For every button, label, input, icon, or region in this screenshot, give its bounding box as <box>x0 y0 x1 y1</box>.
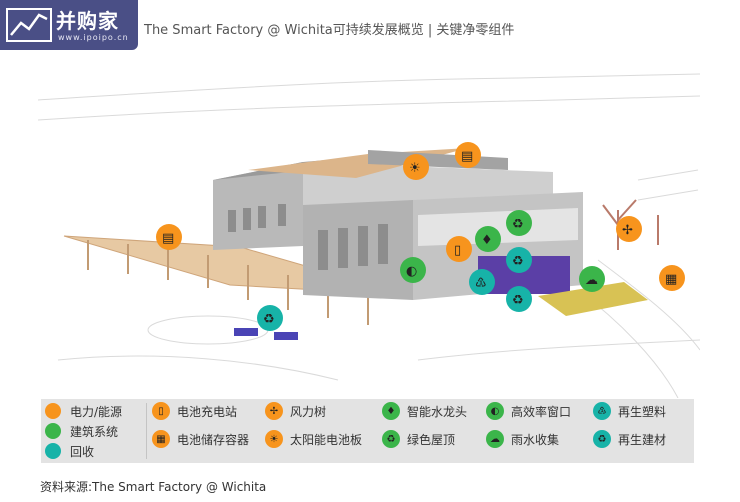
wind-tree-icon: ✢ <box>265 402 283 420</box>
legend-category-recycle: 回收 <box>45 441 94 461</box>
legend-category-building: 建筑系统 <box>45 421 118 441</box>
page-title: The Smart Factory @ Wichita可持续发展概览 | 关键净… <box>144 23 515 38</box>
power-dot-icon <box>45 403 61 419</box>
legend-item-solar-panel: ☀ 太阳能电池板 <box>265 428 362 450</box>
solar-panel-badge: ☀ <box>403 154 429 180</box>
yellow-pad <box>538 282 648 316</box>
green-roof-badge: ♻ <box>506 210 532 236</box>
factory-illustration: ☀ ▤ ▤ ▯ ✢ ▦ ♦ ♻ ◐ ☁ ♳ ♻ ♻ ♻ <box>38 73 700 398</box>
legend-item-label: 太阳能电池板 <box>290 432 363 447</box>
legend-item-label: 再生建材 <box>618 432 667 447</box>
efficient-window-badge: ◐ <box>400 257 426 283</box>
svg-text:◐: ◐ <box>406 264 417 279</box>
battery-charge-icon: ▯ <box>152 402 170 420</box>
svg-text:♳: ♳ <box>475 276 487 291</box>
legend: 电力/能源 建筑系统 回收 ▯ 电池充电站 ▦ 电池储存容器 ✢ 风力树 ☀ 太… <box>41 399 694 463</box>
battery-charge-badge: ▯ <box>446 236 472 262</box>
recycle-dot-icon <box>45 443 61 459</box>
svg-text:▦: ▦ <box>665 272 677 287</box>
legend-divider <box>146 403 147 459</box>
recycled-plastic-badge: ♳ <box>469 269 495 295</box>
battery-storage-badge: ▦ <box>659 265 685 291</box>
legend-item-recycled-material: ♻ 再生建材 <box>593 428 666 450</box>
site-logo: 并购家 www.ipoipo.cn <box>0 0 138 50</box>
legend-item-label: 智能水龙头 <box>407 404 468 419</box>
svg-text:✢: ✢ <box>622 223 633 238</box>
legend-item-battery-charge: ▯ 电池充电站 <box>152 400 237 422</box>
smart-faucet-icon: ♦ <box>382 402 400 420</box>
svg-text:♻: ♻ <box>512 217 524 232</box>
source-note: 资料来源:The Smart Factory @ Wichita <box>40 480 267 494</box>
legend-item-wind-tree: ✢ 风力树 <box>265 400 326 422</box>
building-dot-icon <box>45 423 61 439</box>
legend-item-label: 电池储存容器 <box>177 432 250 447</box>
legend-item-rainwater: ☁ 雨水收集 <box>486 428 559 450</box>
solar-panel-badge: ▤ <box>455 142 481 168</box>
svg-text:♦: ♦ <box>481 233 493 248</box>
legend-item-smart-faucet: ♦ 智能水龙头 <box>382 400 467 422</box>
wind-tree-badge: ✢ <box>616 216 642 242</box>
solar-panel-badge: ▤ <box>156 224 182 250</box>
chart-logo-icon <box>6 8 52 42</box>
recycled-material-badge: ♻ <box>506 247 532 273</box>
svg-text:▤: ▤ <box>162 231 174 246</box>
legend-category-power: 电力/能源 <box>45 401 122 421</box>
logo-name: 并购家 <box>56 9 119 33</box>
legend-item-label: 风力树 <box>290 404 327 419</box>
legend-item-green-roof: ♻ 绿色屋顶 <box>382 428 455 450</box>
legend-item-label: 绿色屋顶 <box>407 432 456 447</box>
battery-storage-icon: ▦ <box>152 430 170 448</box>
svg-text:☁: ☁ <box>585 273 598 288</box>
rainwater-icon: ☁ <box>486 430 504 448</box>
svg-text:▯: ▯ <box>454 243 461 258</box>
smart-faucet-badge: ♦ <box>475 226 501 252</box>
svg-text:☀: ☀ <box>409 161 421 176</box>
legend-category-label: 回收 <box>70 444 95 459</box>
efficient-window-icon: ◐ <box>486 402 504 420</box>
recycled-material-icon: ♻ <box>593 430 611 448</box>
legend-item-label: 电池充电站 <box>177 404 238 419</box>
recycled-plastic-icon: ♳ <box>593 402 611 420</box>
legend-item-battery-storage: ▦ 电池储存容器 <box>152 428 249 450</box>
legend-item-label: 再生塑料 <box>618 404 667 419</box>
svg-text:♻: ♻ <box>512 254 524 269</box>
svg-text:♻: ♻ <box>512 293 524 308</box>
rainwater-badge: ☁ <box>579 266 605 292</box>
blue-benches <box>234 328 298 340</box>
legend-item-label: 高效率窗口 <box>511 404 572 419</box>
legend-category-label: 建筑系统 <box>70 424 119 439</box>
feature-badges: ☀ ▤ ▤ ▯ ✢ ▦ ♦ ♻ ◐ ☁ ♳ ♻ ♻ ♻ <box>156 142 685 331</box>
recycled-material-badge: ♻ <box>257 305 283 331</box>
wind-tree <box>602 199 659 250</box>
legend-item-efficient-window: ◐ 高效率窗口 <box>486 400 571 422</box>
recycled-material-badge: ♻ <box>506 286 532 312</box>
svg-text:▤: ▤ <box>461 149 473 164</box>
svg-text:♻: ♻ <box>263 312 275 327</box>
legend-item-label: 雨水收集 <box>511 432 560 447</box>
logo-url: www.ipoipo.cn <box>58 33 129 42</box>
legend-item-recycled-plastic: ♳ 再生塑料 <box>593 400 666 422</box>
factory-building <box>213 148 659 340</box>
green-roof-icon: ♻ <box>382 430 400 448</box>
legend-category-label: 电力/能源 <box>70 404 123 419</box>
solar-panel-icon: ☀ <box>265 430 283 448</box>
